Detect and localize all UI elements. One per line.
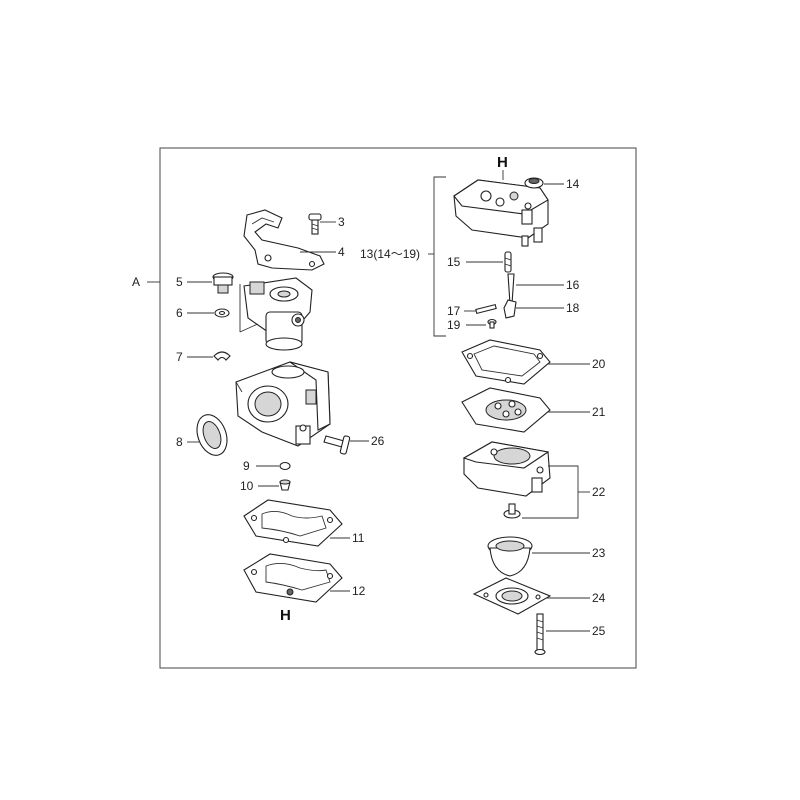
- part-7-clip: [213, 351, 231, 361]
- choke-body-assembly: [239, 277, 313, 351]
- callout-23: 23: [592, 546, 606, 560]
- part-3-screw: [308, 213, 322, 235]
- part-24-retainer-plate: [472, 577, 552, 615]
- part-22-needle-valve: [503, 503, 521, 519]
- callout-17: 17: [447, 304, 461, 318]
- part-21-diaphragm: [461, 387, 551, 433]
- callout-10: 10: [240, 479, 254, 493]
- callout-15: 15: [447, 255, 461, 269]
- callout-20: 20: [592, 357, 606, 371]
- part-9-o-ring: [279, 461, 291, 471]
- part-15-spring: [504, 251, 512, 273]
- part-25-long-screw: [534, 613, 546, 656]
- callout-5: 5: [176, 275, 183, 289]
- part-16-needle: [507, 273, 515, 305]
- callout-6: 6: [176, 306, 183, 320]
- callout-9: 9: [243, 459, 250, 473]
- callout-21: 21: [592, 405, 606, 419]
- part-14-cap: [524, 177, 544, 189]
- callout-12: 12: [352, 584, 366, 598]
- part-18-lever: [503, 299, 517, 319]
- callout-8: 8: [176, 435, 183, 449]
- h-mark-upper: H: [497, 154, 508, 171]
- callout-24: 24: [592, 591, 606, 605]
- part-23-primer-bulb: [487, 536, 533, 577]
- part-22-pump-body: [462, 441, 551, 497]
- callout-4: 4: [338, 245, 345, 259]
- part-19-screw: [487, 318, 497, 329]
- h-mark-lower: H: [280, 607, 291, 624]
- part-12-plate: [243, 553, 343, 603]
- callout-26: 26: [371, 434, 385, 448]
- part-11-gasket: [243, 499, 343, 547]
- part-20-gasket: [461, 339, 551, 385]
- diagram-frame: [159, 147, 637, 669]
- callout-14: 14: [566, 177, 580, 191]
- callout-16: 16: [566, 278, 580, 292]
- callout-19: 19: [447, 318, 461, 332]
- part-26-screw: [323, 435, 351, 455]
- callout-7: 7: [176, 350, 183, 364]
- part-5-plug: [212, 272, 234, 294]
- carburetor-main-body: [235, 361, 331, 447]
- part-10-check-valve: [279, 479, 291, 491]
- callout-11: 11: [352, 531, 365, 545]
- part-13-metering-cover: [453, 179, 549, 247]
- frame-label: A: [132, 275, 140, 289]
- callout-18: 18: [566, 301, 580, 315]
- part-6-washer: [214, 308, 230, 318]
- part-17-pin: [475, 303, 497, 315]
- callout-3: 3: [338, 215, 345, 229]
- callout-25: 25: [592, 624, 606, 638]
- part-8-gasket-ring: [196, 414, 228, 456]
- callout-22: 22: [592, 485, 606, 499]
- group-label-13: 13(14～19): [360, 247, 420, 261]
